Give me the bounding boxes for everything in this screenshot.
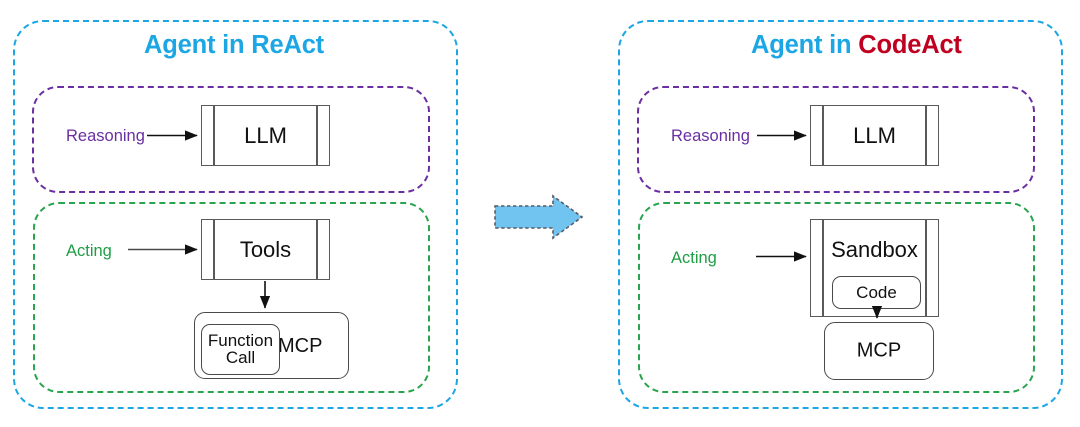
right-code-node: Code bbox=[832, 276, 921, 309]
left-tools-node: Tools bbox=[201, 219, 330, 280]
left-title-suffix: ReAct bbox=[251, 31, 324, 59]
left-acting-label: Acting bbox=[66, 242, 112, 260]
right-sandbox-label: Sandbox bbox=[831, 237, 918, 262]
left-mcp-label: MCP bbox=[278, 335, 323, 357]
left-function-call-node: Function Call bbox=[201, 324, 280, 375]
left-llm-bar-right bbox=[316, 106, 318, 165]
right-code-label: Code bbox=[856, 282, 897, 302]
right-mcp-node: MCP bbox=[824, 322, 934, 380]
left-reasoning-label: Reasoning bbox=[66, 127, 145, 145]
left-tools-bar-right bbox=[316, 220, 318, 279]
right-title-suffix: CodeAct bbox=[858, 31, 962, 59]
right-reasoning-container bbox=[637, 86, 1035, 193]
right-llm-bar-right bbox=[925, 106, 927, 165]
right-title-prefix: Agent in bbox=[751, 31, 859, 59]
left-function-call-label: Function Call bbox=[207, 330, 274, 368]
left-tools-bar-left bbox=[213, 220, 215, 279]
right-llm-label: LLM bbox=[853, 122, 896, 148]
left-llm-bar-left bbox=[213, 106, 215, 165]
right-acting-label: Acting bbox=[671, 249, 717, 267]
left-tools-label: Tools bbox=[239, 236, 292, 262]
left-llm-node: LLM bbox=[201, 105, 330, 166]
left-panel-title: Agent in ReAct bbox=[144, 31, 324, 59]
right-llm-bar-left bbox=[822, 106, 824, 165]
right-sandbox-bar-left bbox=[822, 220, 824, 316]
left-reasoning-container bbox=[32, 86, 430, 193]
agent-codeact-container bbox=[618, 20, 1063, 409]
left-llm-label: LLM bbox=[244, 122, 287, 148]
right-mcp-label: MCP bbox=[856, 339, 902, 362]
left-acting-container bbox=[33, 202, 430, 393]
right-panel-title: Agent in CodeAct bbox=[751, 31, 962, 59]
right-reasoning-label: Reasoning bbox=[671, 127, 750, 145]
right-llm-node: LLM bbox=[810, 105, 939, 166]
transition-arrow bbox=[494, 194, 584, 240]
left-title-prefix: Agent in bbox=[144, 31, 252, 59]
right-sandbox-bar-right bbox=[925, 220, 927, 316]
agent-react-container bbox=[13, 20, 458, 409]
right-acting-container bbox=[638, 202, 1035, 393]
